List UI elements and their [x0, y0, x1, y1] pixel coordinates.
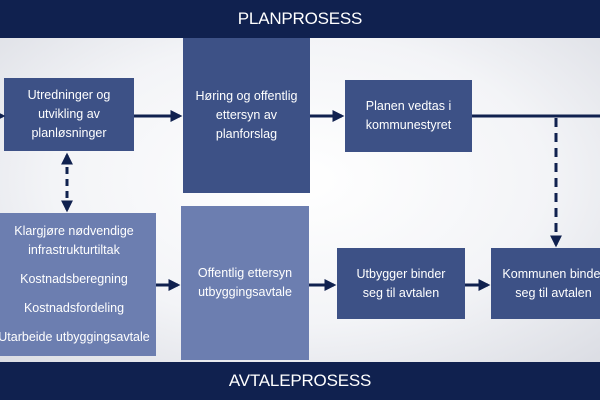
box-klargjore: Klargjøre nødvendige infrastrukturtiltak…	[0, 213, 156, 356]
box-kommunen-binder: Kommunen binder seg til avtalen	[491, 248, 600, 319]
box-text-line: Kommunen binder	[502, 266, 600, 281]
box-utredninger: Utredninger og utvikling av planløsninge…	[4, 78, 134, 151]
planprosess-header: PLANPROSESS	[0, 0, 600, 38]
box-planen-vedtas: Planen vedtas i kommunestyret	[345, 80, 472, 152]
box-text-line: utvikling av	[38, 107, 100, 122]
box-text-line: seg til avtalen	[515, 285, 592, 300]
klargjore-item: Kostnadsfordeling	[23, 301, 125, 316]
box-text-line: Offentlig ettersyn	[197, 266, 293, 281]
klargjore-item: Utarbeide utbyggingsavtale	[0, 330, 150, 345]
klargjore-item: Kostnadsberegning	[20, 271, 128, 286]
klargjore-item: Klargjøre nødvendige infrastrukturtiltak	[14, 222, 134, 260]
box-text-line: Utredninger og	[27, 88, 111, 103]
box-horing: Høring og offentlig ettersyn av planfors…	[183, 38, 310, 193]
box-offentlig-ettersyn: Offentlig ettersyn utbyggingsavtale	[181, 206, 309, 360]
box-text-line: Utbygger binder	[356, 266, 446, 281]
box-text-line: seg til avtalen	[362, 285, 440, 300]
box-text-line: Klargjøre nødvendige	[14, 224, 134, 239]
box-text-line: kommunestyret	[365, 118, 452, 132]
box-text-line: ettersyn av	[215, 108, 278, 123]
box-text-line: Planen vedtas i	[365, 99, 452, 114]
box-utbygger-binder: Utbygger binder seg til avtalen	[337, 248, 465, 319]
avtaleprosess-footer: AVTALEPROSESS	[0, 362, 600, 400]
box-text-line: planforslag	[215, 126, 278, 141]
box-text-line: Høring og offentlig	[195, 89, 298, 104]
box-text-line: planløsninger	[31, 125, 107, 140]
box-text-line: infrastrukturtiltak	[28, 242, 120, 257]
box-text-line: utbyggingsavtale	[198, 285, 292, 299]
